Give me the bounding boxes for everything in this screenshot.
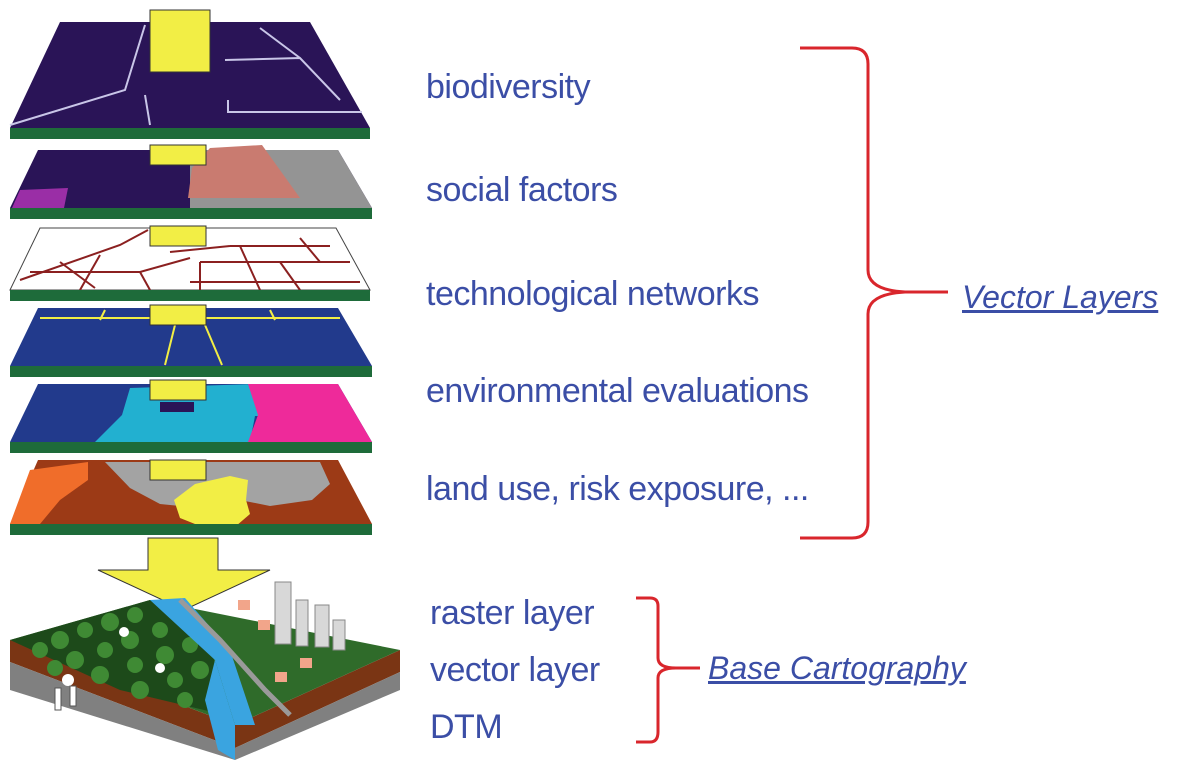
- label-dtm: DTM: [430, 708, 503, 746]
- layer-land-cover: [10, 384, 372, 453]
- terrain-block-illustration: [10, 581, 400, 760]
- layer-biodiversity: [9, 22, 370, 139]
- connector-shadow: [160, 402, 194, 412]
- layer-social-factors: [10, 145, 372, 219]
- layer-connectors: [149, 9, 211, 481]
- label-social-factors: social factors: [426, 171, 618, 209]
- vector-layers-title: Vector Layers: [962, 279, 1159, 315]
- layer-land-use: [10, 460, 372, 535]
- layer-technological-networks: [9, 227, 371, 301]
- layer-environmental-evaluations: [10, 308, 372, 377]
- label-raster-layer: raster layer: [430, 594, 595, 632]
- base-cartography-bracket: [636, 596, 700, 744]
- down-arrow-icon: [97, 537, 271, 611]
- label-biodiversity: biodiversity: [426, 68, 591, 106]
- label-technological-networks: technological networks: [426, 275, 759, 313]
- label-environmental-evaluations: environmental evaluations: [426, 372, 809, 410]
- vector-layers-bracket: [800, 46, 948, 540]
- label-vector-layer: vector layer: [430, 651, 600, 689]
- label-land-use: land use, risk exposure, ...: [426, 470, 809, 508]
- base-cartography-title: Base Cartography: [708, 650, 966, 686]
